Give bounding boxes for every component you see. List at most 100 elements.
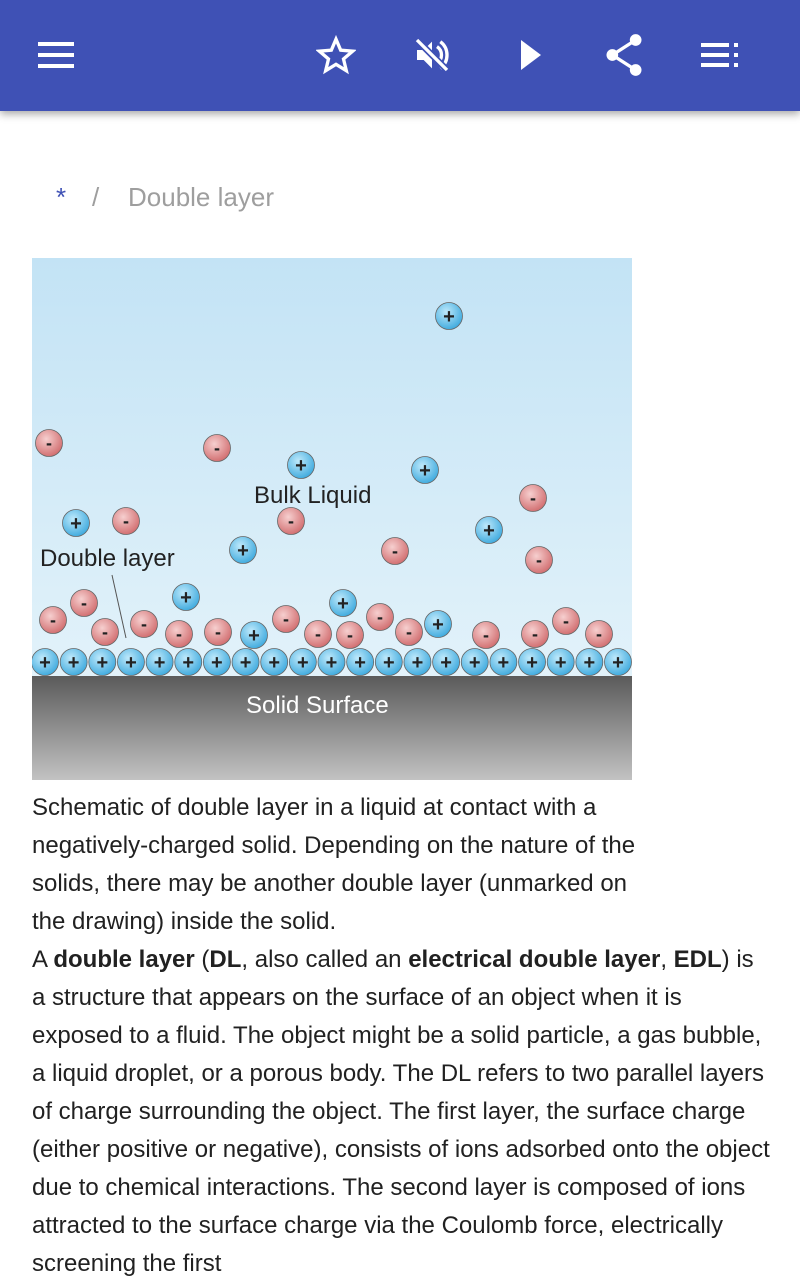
minus-sign: - xyxy=(141,614,147,634)
minus-sign: - xyxy=(215,622,221,642)
breadcrumb-home-link[interactable]: * xyxy=(56,182,67,212)
double-layer-pointer xyxy=(111,574,127,639)
double-layer-label: Double layer xyxy=(40,545,175,572)
negative-ion xyxy=(585,620,613,648)
term-edl-full: electrical double layer xyxy=(408,946,661,973)
minus-sign: - xyxy=(596,624,602,644)
play-icon[interactable] xyxy=(508,33,552,77)
negative-ion xyxy=(519,484,547,512)
positive-ion xyxy=(62,509,90,537)
volume-off-icon[interactable] xyxy=(410,33,454,77)
plus-sign: + xyxy=(237,540,249,562)
positive-ion xyxy=(403,648,432,676)
liquid-region xyxy=(32,258,632,676)
plus-sign: + xyxy=(469,652,481,674)
minus-sign: - xyxy=(347,625,353,645)
positive-ion xyxy=(411,456,439,484)
positive-ion xyxy=(229,536,257,564)
share-icon[interactable] xyxy=(602,33,646,77)
plus-sign: + xyxy=(180,587,192,609)
solid-surface-label: Solid Surface xyxy=(246,692,389,719)
term-double-layer: double layer xyxy=(53,946,195,973)
plus-sign: + xyxy=(432,614,444,636)
negative-ion xyxy=(552,607,580,635)
positive-ion xyxy=(117,648,145,676)
plus-sign: + xyxy=(96,652,108,674)
term-dl: DL xyxy=(209,946,242,973)
plus-sign: + xyxy=(383,652,395,674)
positive-ion xyxy=(145,648,174,676)
negative-ion xyxy=(203,434,231,462)
positive-ion xyxy=(460,648,489,676)
negative-ion xyxy=(70,589,98,617)
breadcrumb-current: Double layer xyxy=(128,182,274,212)
minus-sign: - xyxy=(392,541,398,561)
plus-sign: + xyxy=(498,652,510,674)
plus-sign: + xyxy=(354,652,366,674)
playlist-icon[interactable] xyxy=(698,33,742,77)
plus-sign: + xyxy=(70,513,82,535)
plus-sign: + xyxy=(555,652,567,674)
plus-sign: + xyxy=(419,460,431,482)
positive-ion xyxy=(172,583,200,611)
negative-ion xyxy=(525,546,553,574)
article-paragraph: A double layer (DL, also called an elect… xyxy=(32,946,770,1277)
negative-ion xyxy=(395,618,423,646)
positive-ion xyxy=(32,648,59,676)
minus-sign: - xyxy=(46,433,52,453)
plus-sign: + xyxy=(440,652,452,674)
positive-ion xyxy=(604,648,632,676)
figure-caption: Schematic of double layer in a liquid at… xyxy=(32,794,636,935)
positive-ion xyxy=(435,302,463,330)
positive-ion xyxy=(174,648,203,676)
minus-sign: - xyxy=(530,488,536,508)
plus-sign: + xyxy=(443,306,455,328)
double-layer-diagram[interactable]: ----------------------++++++++++++++++++… xyxy=(32,258,632,780)
plus-sign: + xyxy=(182,652,194,674)
plus-sign: + xyxy=(240,652,252,674)
term-edl: EDL xyxy=(673,946,722,973)
positive-ion xyxy=(59,648,88,676)
negative-ion xyxy=(381,537,409,565)
negative-ion xyxy=(272,605,300,633)
plus-sign: + xyxy=(268,652,280,674)
minus-sign: - xyxy=(563,611,569,631)
plus-sign: + xyxy=(125,652,137,674)
minus-sign: - xyxy=(123,511,129,531)
negative-ion xyxy=(130,610,158,638)
negative-ion xyxy=(35,429,63,457)
negative-ion xyxy=(521,620,549,648)
positive-ion xyxy=(287,451,315,479)
negative-ion xyxy=(336,621,364,649)
minus-sign: - xyxy=(536,550,542,570)
menu-icon[interactable] xyxy=(34,33,78,77)
negative-ion xyxy=(204,618,232,646)
solid-surface-region xyxy=(32,676,632,780)
negative-ion xyxy=(304,620,332,648)
app-toolbar xyxy=(0,0,800,111)
negative-ion xyxy=(165,620,193,648)
plus-sign: + xyxy=(211,652,223,674)
plus-sign: + xyxy=(154,652,166,674)
minus-sign: - xyxy=(406,622,412,642)
plus-sign: + xyxy=(68,652,80,674)
minus-sign: - xyxy=(214,438,220,458)
minus-sign: - xyxy=(102,622,108,642)
positive-ion xyxy=(231,648,260,676)
positive-ion xyxy=(432,648,461,676)
negative-ion xyxy=(366,603,394,631)
negative-ion xyxy=(112,507,140,535)
star-icon[interactable] xyxy=(314,33,358,77)
breadcrumb: * / Double layer xyxy=(56,182,274,213)
minus-sign: - xyxy=(483,625,489,645)
positive-ion xyxy=(546,648,575,676)
plus-sign: + xyxy=(326,652,338,674)
positive-ion xyxy=(88,648,117,676)
positive-ion xyxy=(346,648,375,676)
positive-ion xyxy=(374,648,403,676)
plus-sign: + xyxy=(39,652,51,674)
plus-sign: + xyxy=(337,593,349,615)
minus-sign: - xyxy=(377,607,383,627)
bulk-liquid-label: Bulk Liquid xyxy=(254,482,371,509)
plus-sign: + xyxy=(295,455,307,477)
